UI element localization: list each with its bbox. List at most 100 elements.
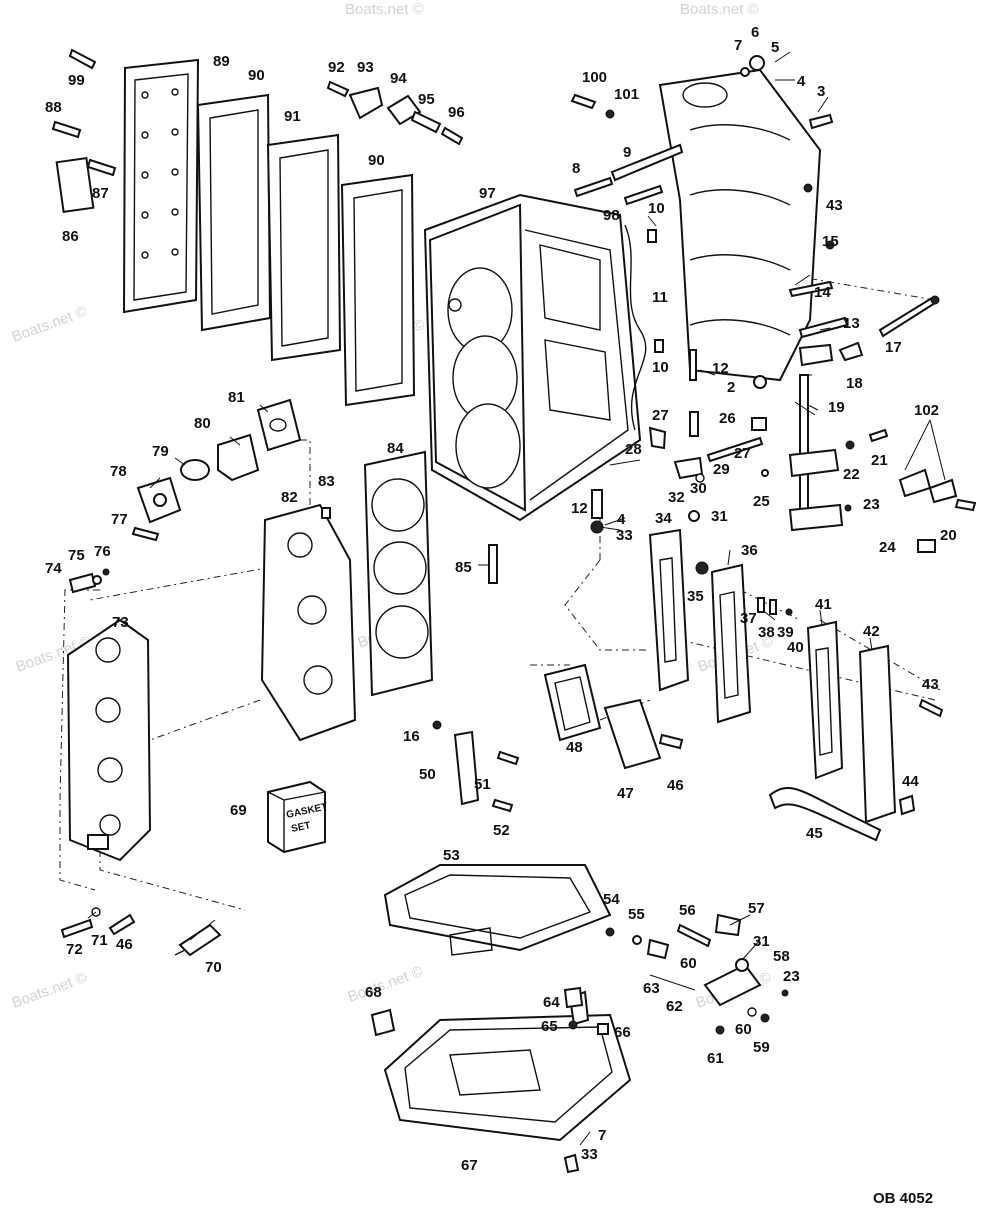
thermostat-housing-parts bbox=[326, 80, 464, 146]
block-wire bbox=[624, 224, 647, 431]
callout-label: 101 bbox=[614, 86, 639, 103]
callout-label: 50 bbox=[419, 766, 436, 783]
callout-label: 27 bbox=[734, 445, 751, 462]
bracket-parts bbox=[432, 663, 684, 813]
cover-fasteners bbox=[60, 907, 222, 957]
small-cover-plate bbox=[55, 157, 95, 213]
callout-label: 73 bbox=[112, 614, 129, 631]
callout-label: 7 bbox=[598, 1127, 606, 1144]
callout-label: 6 bbox=[751, 24, 759, 41]
callout-label: 79 bbox=[152, 443, 169, 460]
lower-linkage-parts bbox=[605, 913, 789, 1035]
watermark-9: Boats.net © bbox=[346, 963, 426, 1006]
watermark-1: Boats.net © bbox=[345, 1, 424, 18]
callout-label: 35 bbox=[687, 588, 704, 605]
callout-label: 91 bbox=[284, 108, 301, 125]
callout-label: 31 bbox=[753, 933, 770, 950]
callout-label: 70 bbox=[205, 959, 222, 976]
callout-label: 80 bbox=[194, 415, 211, 432]
callout-label: 58 bbox=[773, 948, 790, 965]
callout-label: 20 bbox=[940, 527, 957, 544]
callout-label: 76 bbox=[94, 543, 111, 560]
callout-label: 68 bbox=[365, 984, 382, 1001]
callout-label: 29 bbox=[713, 461, 730, 478]
cylinder-head-and-gasket bbox=[260, 450, 434, 742]
callout-label: 3 bbox=[817, 83, 825, 100]
callout-label: 89 bbox=[213, 53, 230, 70]
callout-label: 77 bbox=[111, 511, 128, 528]
callout-label: 95 bbox=[418, 91, 435, 108]
callout-label: 10 bbox=[648, 200, 665, 217]
callout-label: 51 bbox=[474, 776, 491, 793]
callout-label: 59 bbox=[753, 1039, 770, 1056]
callout-label: 25 bbox=[753, 493, 770, 510]
callout-label: 10 bbox=[652, 359, 669, 376]
callout-label: 61 bbox=[707, 1050, 724, 1067]
adapter-plate bbox=[370, 990, 632, 1174]
callout-label: 19 bbox=[828, 399, 845, 416]
callout-label: 24 bbox=[879, 539, 896, 556]
callout-label: 41 bbox=[815, 596, 832, 613]
callout-label: 66 bbox=[614, 1024, 631, 1041]
callout-label: 36 bbox=[741, 542, 758, 559]
block-bolts bbox=[573, 143, 697, 381]
callout-label: 83 bbox=[318, 473, 335, 490]
callout-label: 98 bbox=[603, 207, 620, 224]
callout-label: 60 bbox=[680, 955, 697, 972]
callout-label: 18 bbox=[846, 375, 863, 392]
drawing-code: OB 4052 bbox=[873, 1190, 933, 1207]
callout-label: 69 bbox=[230, 802, 247, 819]
block-drain-parts bbox=[488, 489, 604, 584]
watermark-2: Boats.net © bbox=[680, 1, 759, 18]
callout-label: 43 bbox=[826, 197, 843, 214]
cover-gaskets bbox=[196, 93, 416, 407]
callout-label: 17 bbox=[885, 339, 902, 356]
watermark-8: Boats.net © bbox=[10, 969, 90, 1012]
crankcase-fasteners bbox=[570, 55, 834, 130]
callout-label: 14 bbox=[814, 284, 831, 301]
callout-label: 96 bbox=[448, 104, 465, 121]
bypass-rods bbox=[788, 183, 940, 339]
callout-label: 12 bbox=[571, 500, 588, 517]
callout-label: 23 bbox=[783, 968, 800, 985]
callout-label: 30 bbox=[690, 480, 707, 497]
callout-label: 45 bbox=[806, 825, 823, 842]
callout-label: 52 bbox=[493, 822, 510, 839]
callout-label: 33 bbox=[616, 527, 633, 544]
callout-label: 99 bbox=[68, 72, 85, 89]
callout-label: 74 bbox=[45, 560, 62, 577]
watermark-3: Boats.net © bbox=[10, 303, 90, 346]
callout-label: 32 bbox=[668, 489, 685, 506]
crankcase-half bbox=[658, 68, 822, 382]
callout-label: 62 bbox=[666, 998, 683, 1015]
callout-label: 67 bbox=[461, 1157, 478, 1174]
callout-label: 90 bbox=[368, 152, 385, 169]
callout-label: 44 bbox=[902, 773, 919, 790]
callout-label: 56 bbox=[679, 902, 696, 919]
linkage-small-parts bbox=[648, 375, 977, 553]
callout-label: 21 bbox=[871, 452, 888, 469]
callout-numbers: 99 89 90 92 93 94 95 96 88 87 86 91 90 1… bbox=[45, 24, 957, 1174]
callout-label: 48 bbox=[566, 739, 583, 756]
callout-label: 88 bbox=[45, 99, 62, 116]
callout-label: 82 bbox=[281, 489, 298, 506]
gasket-set-box: GASKET SET bbox=[267, 780, 328, 854]
callout-label: 46 bbox=[116, 936, 133, 953]
callout-label: 90 bbox=[248, 67, 265, 84]
callout-label: 33 bbox=[581, 1146, 598, 1163]
callout-label: 78 bbox=[110, 463, 127, 480]
callout-label: 92 bbox=[328, 59, 345, 76]
callout-label: 43 bbox=[922, 676, 939, 693]
callout-label: 38 bbox=[758, 624, 775, 641]
callout-label: 26 bbox=[719, 410, 736, 427]
callout-label: 54 bbox=[603, 891, 620, 908]
transfer-port-covers bbox=[648, 528, 944, 824]
callout-label: 46 bbox=[667, 777, 684, 794]
callout-label: 85 bbox=[455, 559, 472, 576]
throttle-shaft bbox=[788, 341, 864, 532]
cover-bolts bbox=[51, 48, 117, 177]
callout-label: 39 bbox=[777, 624, 794, 641]
cylinder-block bbox=[423, 193, 642, 522]
callout-label: 16 bbox=[403, 728, 420, 745]
